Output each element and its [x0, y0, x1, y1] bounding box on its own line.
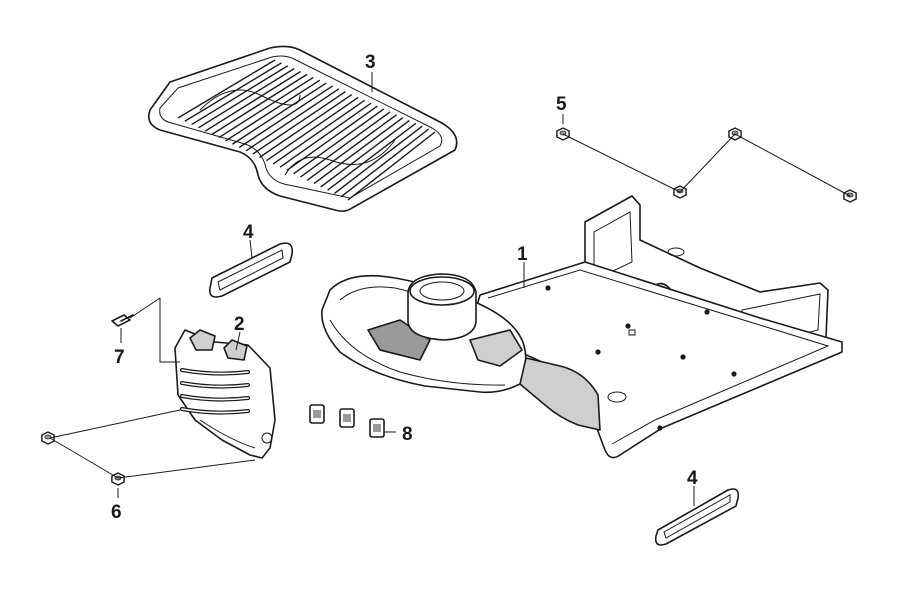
screw-part [111, 314, 134, 327]
mat-rib [293, 108, 385, 175]
mat-rib [299, 111, 391, 178]
mat-rib [313, 117, 404, 185]
flange-nut [41, 431, 55, 445]
callout-labels: 1 2 3 4 4 5 6 7 8 [111, 52, 698, 523]
mat-rib [266, 96, 359, 162]
mat-rib [320, 119, 410, 188]
mat-rib [184, 62, 282, 122]
mat-rib [306, 114, 398, 181]
vent-slot [181, 369, 249, 375]
mat-rib [211, 73, 308, 135]
clip-2 [339, 408, 355, 428]
reflector-lower-part [654, 488, 740, 546]
mat-rib [204, 70, 301, 132]
floor-mount-holes [545, 285, 737, 431]
mat-rib [272, 99, 365, 165]
mat-rib [232, 82, 327, 145]
reflector-upper-part [208, 242, 294, 298]
clip-1 [309, 404, 325, 424]
flange-nut [111, 472, 125, 486]
floor-panel-part [321, 195, 843, 459]
mat-rib [177, 59, 276, 119]
callout-3: 3 [365, 52, 376, 73]
mat-rib [252, 91, 346, 155]
inner-cover-part [174, 329, 276, 459]
callout-1: 1 [517, 244, 528, 265]
mat-ribs [177, 59, 436, 201]
mat-rib [333, 125, 423, 194]
mat-rib [347, 131, 436, 201]
callout-6: 6 [111, 502, 122, 523]
clip-parts [309, 404, 385, 438]
callout-7: 7 [114, 347, 125, 368]
callout-4-lower: 4 [687, 468, 698, 489]
mat-rib [340, 128, 430, 198]
floor-mat-part [147, 45, 458, 212]
mat-rib [245, 88, 340, 152]
vent-slot [181, 395, 249, 401]
callout-8: 8 [402, 424, 413, 445]
mat-rib [225, 79, 321, 142]
mat-rib [279, 102, 372, 168]
callout-5: 5 [556, 94, 567, 115]
mat-rib [238, 85, 333, 149]
leader-lines [49, 72, 851, 506]
cover-vent-slots [180, 368, 250, 415]
mat-rib [218, 76, 314, 139]
mat-rib [259, 93, 353, 158]
mat-rib [327, 122, 417, 191]
vent-slot [181, 408, 249, 414]
mat-rib [198, 68, 295, 129]
callout-2: 2 [234, 314, 245, 335]
clip-3 [369, 418, 385, 438]
vent-slot [181, 382, 249, 388]
mat-rib [191, 65, 289, 126]
callout-4-upper: 4 [243, 222, 254, 243]
